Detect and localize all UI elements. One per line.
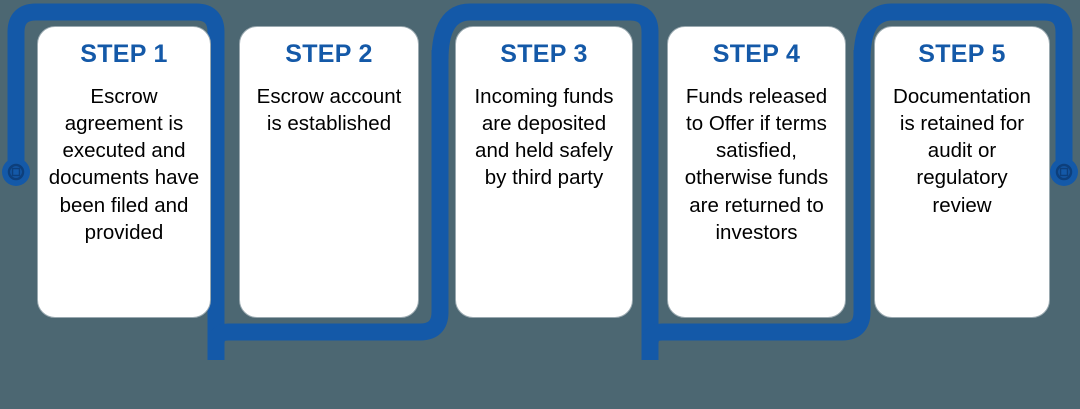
step-card-5-body: Documentation is retained for audit or r… <box>893 84 1031 217</box>
step-card-1-body: Escrow agreement is executed and documen… <box>48 84 200 244</box>
step-card-2-title: STEP 2 <box>285 40 373 68</box>
step-card-4-body: Funds released to Offer if terms satisfi… <box>684 84 829 244</box>
right-terminal-knob <box>1050 158 1078 186</box>
step-card-3-title: STEP 3 <box>500 40 588 68</box>
step-card-4-title: STEP 4 <box>712 40 801 68</box>
step-card-1[interactable]: STEP 1 Escrow agreement is executed and … <box>37 26 211 318</box>
track-segment-step1-top <box>7 3 225 360</box>
step-card-5-title: STEP 5 <box>918 40 1006 68</box>
track-segment-step5-top <box>853 3 1073 168</box>
step-card-2[interactable]: STEP 2 Escrow account is established <box>239 26 419 318</box>
step-card-4[interactable]: STEP 4 Funds released to Offer if terms … <box>667 26 846 318</box>
step-card-3[interactable]: STEP 3 Incoming funds are deposited and … <box>455 26 633 318</box>
step-card-2-body: Escrow account is established <box>256 84 402 135</box>
track-segment-step4-bottom <box>641 50 871 345</box>
step-card-3-body: Incoming funds are deposited and held sa… <box>474 84 614 190</box>
step-card-5[interactable]: STEP 5 Documentation is retained for aud… <box>874 26 1050 318</box>
track-segment-step3-top <box>431 3 659 360</box>
left-terminal-knob <box>2 158 30 186</box>
track-segment-step2-bottom <box>207 50 449 345</box>
step-card-1-title: STEP 1 <box>80 40 168 68</box>
